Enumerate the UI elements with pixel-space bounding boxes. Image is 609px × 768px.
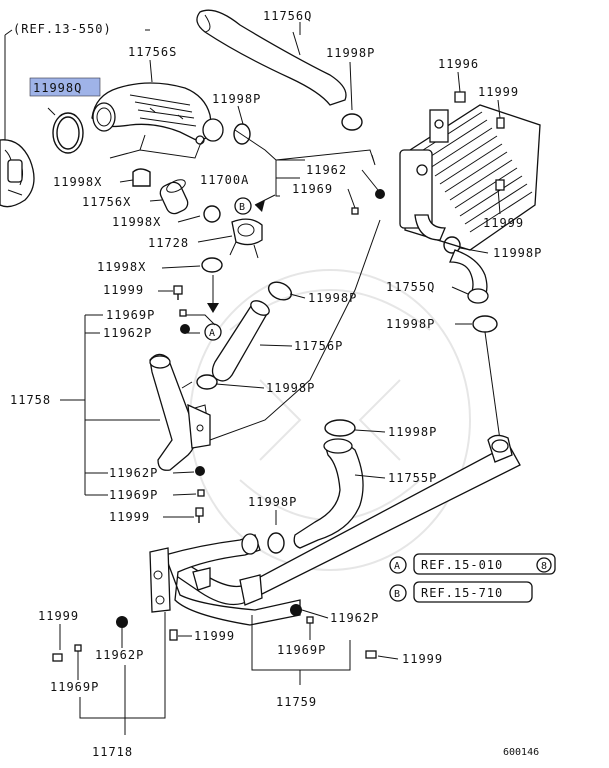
label-11999-c[interactable]: 11999 — [103, 283, 144, 297]
clamp-11998P-a — [233, 123, 251, 145]
callout-a-upper: A — [204, 275, 222, 341]
label-11998X-b[interactable]: 11998X — [112, 215, 161, 229]
callout-b-upper: B — [234, 194, 276, 215]
ref-label-a[interactable]: REF.15-010 — [421, 558, 503, 572]
label-11756S[interactable]: 11756S — [128, 45, 177, 59]
callout-b-lower: B — [389, 584, 407, 602]
nut-11962P-d — [116, 616, 128, 628]
svg-text:A: A — [209, 328, 215, 339]
ref-top-label[interactable]: (REF.13-550) — [13, 22, 112, 36]
label-11755Q[interactable]: 11755Q — [386, 280, 435, 294]
ref-box-a[interactable] — [413, 553, 556, 575]
label-11962P-a[interactable]: 11962P — [103, 326, 152, 340]
washer-11969-a — [351, 207, 359, 215]
bracket-11728 — [231, 218, 263, 246]
bolt-11999-a — [496, 117, 505, 129]
label-11998P-g[interactable]: 11998P — [388, 425, 437, 439]
clamp-11998P-e — [267, 281, 293, 301]
label-11998X-a[interactable]: 11998X — [53, 175, 102, 189]
label-11962P-c[interactable]: 11962P — [330, 611, 379, 625]
label-11962P-b[interactable]: 11962P — [109, 466, 158, 480]
nut-11962P-c — [290, 604, 302, 616]
bolt-11999-c — [173, 285, 183, 295]
callout-a-lower: A — [389, 556, 407, 574]
clamp-11998P-g — [324, 419, 356, 437]
clamp-11998X-c — [201, 257, 223, 273]
clamp-11998Q — [52, 112, 84, 154]
clamp-11998P-c — [443, 236, 461, 254]
clamp-11998X-a — [132, 168, 151, 187]
label-11755P[interactable]: 11755P — [388, 471, 437, 485]
label-11969-a[interactable]: 11969 — [292, 182, 333, 196]
pipe-11718 — [164, 534, 301, 626]
label-11998P-c[interactable]: 11998P — [493, 246, 542, 260]
label-11998X-c[interactable]: 11998X — [97, 260, 146, 274]
svg-text:A: A — [394, 561, 400, 572]
highlight-box — [29, 77, 101, 97]
label-11999-f[interactable]: 11999 — [194, 629, 235, 643]
label-11998Q[interactable]: 11998Q — [33, 81, 82, 95]
label-11969P-d[interactable]: 11969P — [50, 680, 99, 694]
label-11996[interactable]: 11996 — [438, 57, 479, 71]
hose-11756X — [159, 181, 189, 215]
bolt-11999-f — [169, 629, 178, 641]
clamp-11998P-h — [267, 532, 285, 554]
bolt-11999-g — [365, 650, 377, 659]
hose-11756Q — [196, 9, 347, 106]
clamp-11998P-d — [472, 315, 498, 333]
label-11998P-a[interactable]: 11998P — [212, 92, 261, 106]
nut-11962-a — [375, 189, 385, 199]
label-11969P-c[interactable]: 11969P — [277, 643, 326, 657]
label-11998P-e[interactable]: 11998P — [308, 291, 357, 305]
label-11969P-b[interactable]: 11969P — [109, 488, 158, 502]
bolt-11999-d — [195, 507, 204, 517]
svg-text:B: B — [239, 202, 245, 213]
nut-11996 — [454, 91, 466, 103]
bolt-11999-b — [52, 653, 63, 662]
ref-box-b[interactable] — [413, 581, 533, 603]
label-11756Q[interactable]: 11756Q — [263, 9, 312, 23]
clamp-11998P-f — [196, 374, 218, 390]
figure-code: 600146 — [503, 747, 539, 758]
svg-text:B: B — [394, 589, 400, 600]
bolt-11999-e — [495, 179, 505, 191]
label-11998P-d[interactable]: 11998P — [386, 317, 435, 331]
label-11700A[interactable]: 11700A — [200, 173, 249, 187]
ref-label-b[interactable]: REF.15-710 — [421, 586, 503, 600]
label-11999-a[interactable]: 11999 — [478, 85, 519, 99]
bracket-11718 — [149, 547, 171, 613]
label-11998P-b[interactable]: 11998P — [326, 46, 375, 60]
nut-11962P-b — [195, 466, 205, 476]
label-11756X[interactable]: 11756X — [82, 195, 131, 209]
label-11728[interactable]: 11728 — [148, 236, 189, 250]
label-11999-g[interactable]: 11999 — [402, 652, 443, 666]
clamp-11998P-b — [341, 113, 363, 131]
nut-11962P-a — [180, 324, 190, 334]
engine-partial — [0, 35, 35, 208]
ref-a-sub: 8 — [541, 561, 547, 572]
label-11962P-d[interactable]: 11962P — [95, 648, 144, 662]
label-11759[interactable]: 11759 — [276, 695, 317, 709]
washer-11969P-b — [197, 489, 205, 497]
washer-11969P-a — [179, 309, 187, 317]
label-11999-e[interactable]: 11999 — [483, 216, 524, 230]
label-11718[interactable]: 11718 — [92, 745, 133, 759]
washer-11969P-c — [306, 616, 314, 624]
intercooler-11700A — [399, 104, 541, 251]
label-11969P-a[interactable]: 11969P — [106, 308, 155, 322]
label-11999-b-left[interactable]: 11999 — [38, 609, 79, 623]
label-11962-a[interactable]: 11962 — [306, 163, 347, 177]
label-11756P[interactable]: 11756P — [294, 339, 343, 353]
label-11758[interactable]: 11758 — [10, 393, 51, 407]
label-11998P-h[interactable]: 11998P — [248, 495, 297, 509]
label-11999-d[interactable]: 11999 — [109, 510, 150, 524]
washer-11969P-d — [74, 644, 82, 652]
label-11998P-f[interactable]: 11998P — [266, 381, 315, 395]
clamp-11998X-b — [203, 205, 221, 223]
